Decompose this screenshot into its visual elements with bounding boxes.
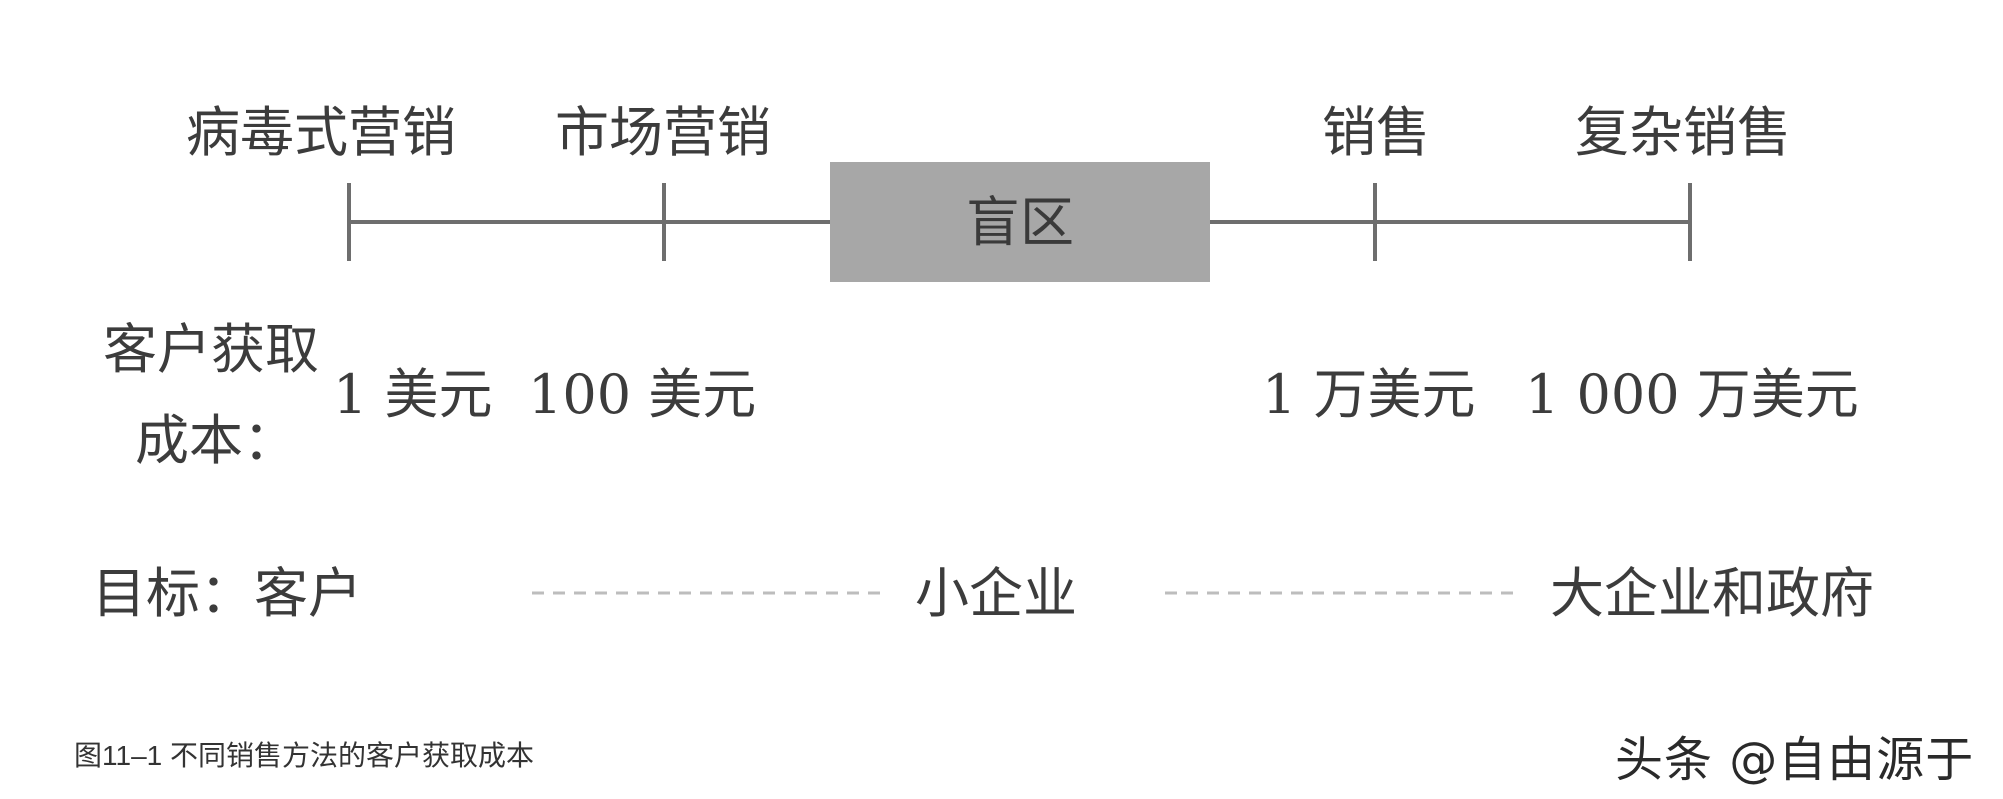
blind-zone-label: 盲区 xyxy=(966,191,1074,254)
category-complex-sales: 复杂销售 xyxy=(1575,101,1791,164)
category-viral-marketing: 病毒式营销 xyxy=(186,101,456,164)
cost-value-marketing: 100 美元 xyxy=(528,363,757,426)
target-small-business: 小企业 xyxy=(915,562,1077,625)
cost-label-line1: 客户获取 xyxy=(103,318,319,381)
cost-value-sales: 1 万美元 xyxy=(1262,363,1476,426)
target-label-consumer: 目标：客户 xyxy=(92,562,362,625)
figure-caption: 图11–1 不同销售方法的客户获取成本 xyxy=(74,740,534,771)
cost-value-complex-sales: 1 000 万美元 xyxy=(1525,363,1859,426)
category-marketing: 市场营销 xyxy=(555,101,771,164)
category-sales: 销售 xyxy=(1322,101,1430,164)
target-enterprise-government: 大企业和政府 xyxy=(1550,562,1874,625)
blind-zone-box: 盲区 xyxy=(830,162,1210,282)
cost-value-viral-marketing: 1 美元 xyxy=(333,363,493,426)
cost-label-line2: 成本： xyxy=(135,409,297,472)
watermark: 头条 @自由源于 xyxy=(1615,732,1975,788)
